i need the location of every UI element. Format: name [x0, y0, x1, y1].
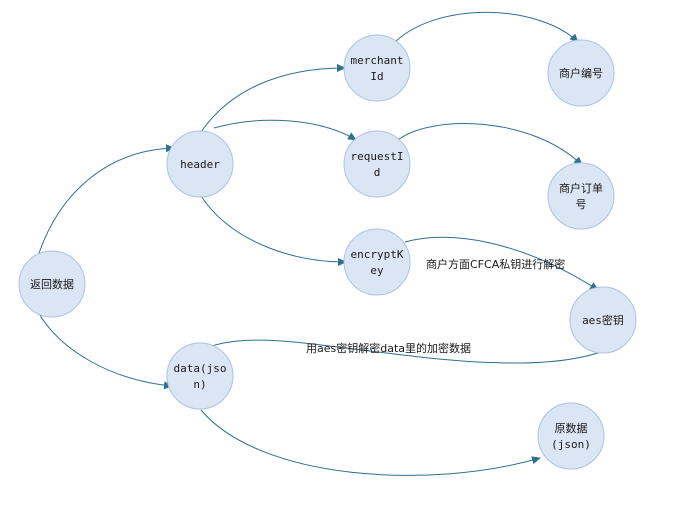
node-encrypt-key[interactable]: encryptK ey	[343, 228, 411, 296]
edge-requestid-to-dingdan	[397, 123, 583, 166]
node-label-line-1: requestI	[351, 150, 404, 163]
node-label: aes密钥	[582, 313, 624, 327]
node-shanghu-dingdan[interactable]: 商户订单 号	[547, 162, 615, 230]
edge-header-to-requestid	[213, 119, 357, 141]
node-label-line-2: Id	[370, 70, 383, 83]
node-label-line-1: 原数据	[555, 421, 588, 435]
edge-label-aes-decrypt: 用aes密钥解密data里的加密数据	[306, 341, 471, 355]
node-label-line-1: 商户订单	[559, 181, 603, 195]
node-label-line-1: encryptK	[351, 248, 404, 261]
edge-header-to-merchant	[200, 64, 346, 133]
node-label-line-1: data(jso	[174, 362, 227, 375]
node-label: 返回数据	[30, 277, 74, 291]
node-label-line-1: merchant	[351, 54, 404, 67]
node-shanghu-bianhao[interactable]: 商户编号	[547, 39, 615, 107]
node-label-line-2: n)	[193, 378, 206, 391]
node-label-line-2: 号	[576, 198, 587, 211]
node-header[interactable]: header	[166, 130, 234, 198]
node-label: header	[180, 158, 220, 171]
edge-fanhui-to-header	[37, 144, 175, 257]
edge-fanhui-to-data	[37, 311, 173, 390]
edge-label-cfca: 商户方面CFCA私钥进行解密	[426, 257, 565, 271]
node-merchant-id[interactable]: merchant Id	[343, 34, 411, 102]
edge-merchant-to-bianhao	[394, 11, 579, 43]
node-request-id[interactable]: requestI d	[343, 130, 411, 198]
node-label: 商户编号	[559, 66, 603, 80]
edge-encryptkey-to-aes	[404, 236, 599, 291]
edges	[37, 11, 607, 476]
node-label-line-2: ey	[370, 264, 384, 277]
edge-header-to-encryptkey	[200, 195, 347, 266]
edge-aes-to-data	[200, 339, 607, 364]
node-data-json[interactable]: data(jso n)	[166, 342, 234, 410]
node-yuan-data[interactable]: 原数据 (json)	[537, 402, 605, 470]
node-fanhui[interactable]: 返回数据	[18, 250, 86, 318]
node-aes-key[interactable]: aes密钥	[569, 286, 637, 354]
node-label-line-2: (json)	[551, 438, 591, 451]
node-label-line-2: d	[374, 166, 381, 179]
edge-data-to-yuan	[200, 409, 541, 476]
